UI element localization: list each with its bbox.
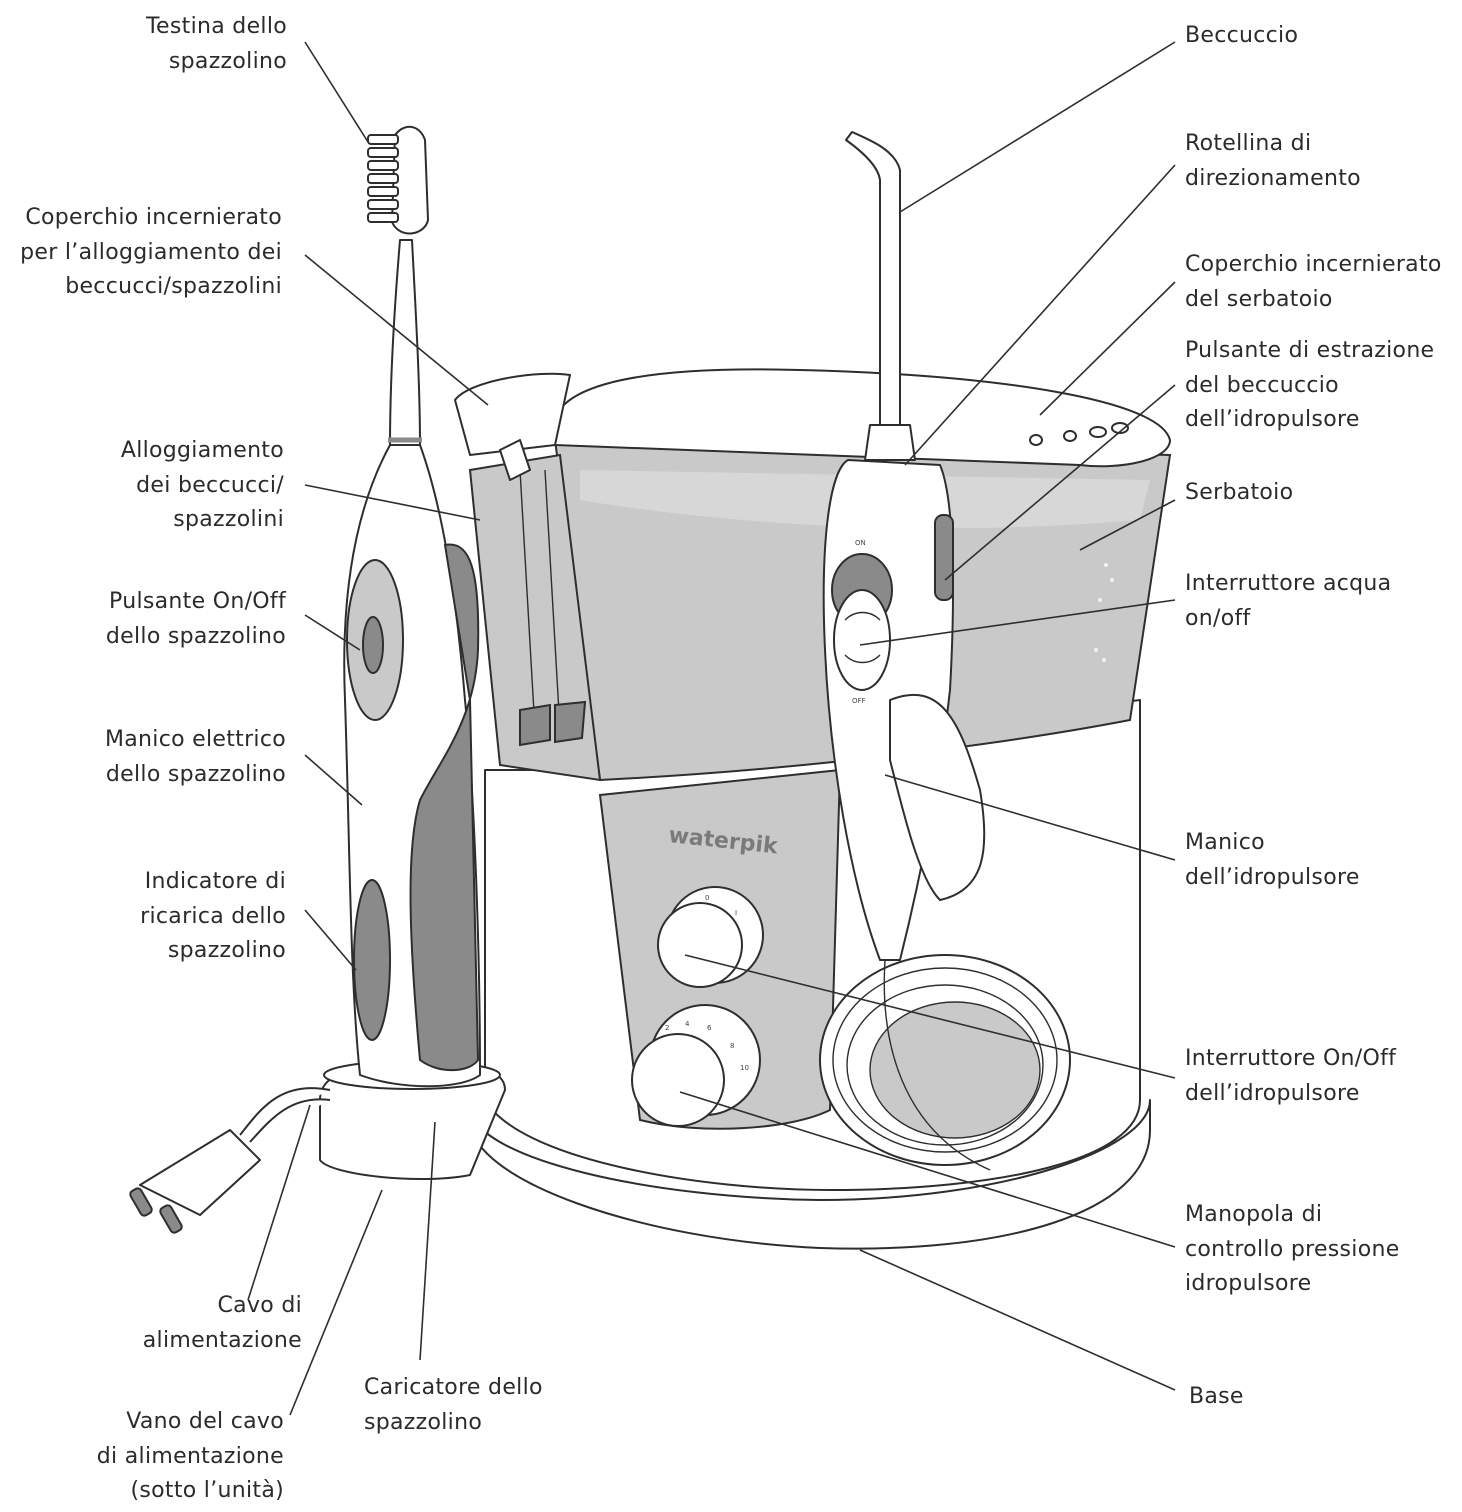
svg-text:2: 2 <box>665 1024 669 1032</box>
label-coperchio-serbatoio: Coperchio incernierato del serbatoio <box>1185 252 1442 312</box>
label-coperchio-alloggiamento: Coperchio incernierato per l’alloggiamen… <box>20 205 282 299</box>
label-indicatore-ricarica: Indicatore di ricarica dello spazzolino <box>140 869 286 963</box>
flosser-handle[interactable]: ON OFF <box>822 131 986 961</box>
label-manico-elettrico: Manico elettrico dello spazzolino <box>104 727 286 787</box>
plug <box>139 1129 261 1216</box>
svg-text:4: 4 <box>685 1020 690 1028</box>
tip-storage <box>454 372 602 782</box>
label-serbatoio: Serbatoio <box>1185 480 1294 505</box>
svg-text:8: 8 <box>730 1042 734 1050</box>
label-testina: Testina dello spazzolino <box>146 14 287 74</box>
svg-text:6: 6 <box>707 1024 712 1032</box>
svg-text:0: 0 <box>705 894 709 902</box>
power-cord <box>129 1087 331 1234</box>
switch-off-mark: OFF <box>852 697 866 705</box>
label-caricatore: Caricatore dello spazzolino <box>364 1375 543 1435</box>
label-pulsante-estrazione: Pulsante di estrazione del beccuccio del… <box>1185 338 1435 432</box>
pressure-dial[interactable]: 2 4 6 8 10 <box>631 1004 761 1127</box>
control-panel: waterpik 0 I 2 4 6 8 10 <box>598 768 842 1130</box>
label-cavo: Cavo di alimentazione <box>142 1293 302 1353</box>
svg-text:10: 10 <box>740 1064 749 1072</box>
hose-coil <box>819 954 1071 1171</box>
svg-text:I: I <box>735 909 737 917</box>
label-base: Base <box>1189 1384 1244 1409</box>
label-rotellina: Rotellina di direzionamento <box>1185 131 1361 191</box>
label-alloggiamento: Alloggiamento dei beccucci/ spazzolini <box>120 438 284 532</box>
bristles <box>367 134 399 223</box>
tank-lid <box>552 368 1171 468</box>
leader-lines <box>247 41 1176 1416</box>
toothbrush-head <box>391 125 429 235</box>
label-manopola: Manopola di controllo pressione idropuls… <box>1185 1202 1400 1296</box>
flosser-tip <box>845 131 901 431</box>
label-pulsante-spazzolino: Pulsante On/Off dello spazzolino <box>105 589 286 649</box>
label-beccuccio: Beccuccio <box>1185 23 1299 48</box>
tip-storage-lid <box>454 372 571 456</box>
label-interruttore-acqua: Interruttore acqua on/off <box>1185 571 1392 631</box>
toothbrush <box>319 125 506 1180</box>
label-manico-idropulsore: Manico dell’idropulsore <box>1185 830 1360 890</box>
label-vano-cavo: Vano del cavo di alimentazione (sotto l’… <box>96 1409 284 1503</box>
label-interruttore-idropulsore: Interruttore On/Off dell’idropulsore <box>1185 1046 1397 1106</box>
power-dial[interactable]: 0 I <box>657 886 764 988</box>
switch-on-mark: ON <box>855 539 866 547</box>
